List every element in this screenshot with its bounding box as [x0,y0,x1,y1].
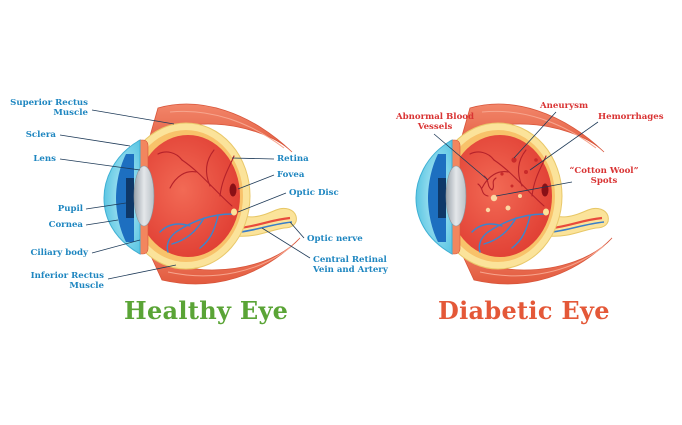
label-sclera: Sclera [25,130,56,140]
label-inferior-rectus-line1: Inferior Rectus [30,271,104,281]
label-fovea: Fovea [277,170,305,180]
label-optic-nerve: Optic nerve [307,234,363,244]
healthy-leader-lines [59,109,311,280]
label-hemorrhages: Hemorrhages [598,112,664,122]
label-central-retinal-line1: Central Retinal [313,255,387,265]
label-cotton-line2: Spots [590,176,618,186]
retina [136,135,240,257]
label-central-retinal-line2: Vein and Artery [313,265,388,275]
label-optic-disc: Optic Disc [289,188,339,198]
label-inferior-rectus-muscle: Inferior Rectus Muscle [6,271,104,291]
diabetic-retina [448,135,552,257]
healthy-eye-illustration [103,103,301,285]
label-cornea: Cornea [48,220,83,230]
label-pupil: Pupil [57,204,83,214]
label-lens: Lens [33,154,56,164]
label-inferior-rectus-line2: Muscle [69,281,104,291]
label-superior-rectus-line1: Superior Rectus [10,98,88,108]
healthy-eye-title: Healthy Eye [124,296,289,325]
optic-nerve [227,207,297,237]
label-retina: Retina [277,154,309,164]
label-cotton-line1: “Cotton Wool” [569,166,639,176]
label-central-retinal-vein-artery: Central Retinal Vein and Artery [313,255,388,275]
fovea [229,183,237,197]
label-superior-rectus-muscle: Superior Rectus Muscle [6,98,88,118]
diabetic-lens [445,165,467,227]
diabetic-leader-lines [433,111,599,197]
label-abnormal-blood-vessels: Abnormal Blood Vessels [392,112,478,132]
hemorrhage-spots [500,157,538,188]
label-cotton-wool-spots: “Cotton Wool” Spots [566,166,642,186]
lens [133,165,155,227]
label-abnormal-line1: Abnormal Blood [395,112,475,122]
diabetic-fovea [541,183,549,197]
label-aneurysm: Aneurysm [540,101,589,111]
pupil [126,178,134,218]
label-superior-rectus-line2: Muscle [53,108,88,118]
optic-disc [231,208,237,216]
diabetic-eye-title: Diabetic Eye [438,296,610,325]
cotton-wool-spots [485,194,522,213]
diabetic-optic-nerve [539,207,609,237]
label-ciliary-body: Ciliary body [30,248,88,258]
label-abnormal-line2: Vessels [417,122,453,132]
